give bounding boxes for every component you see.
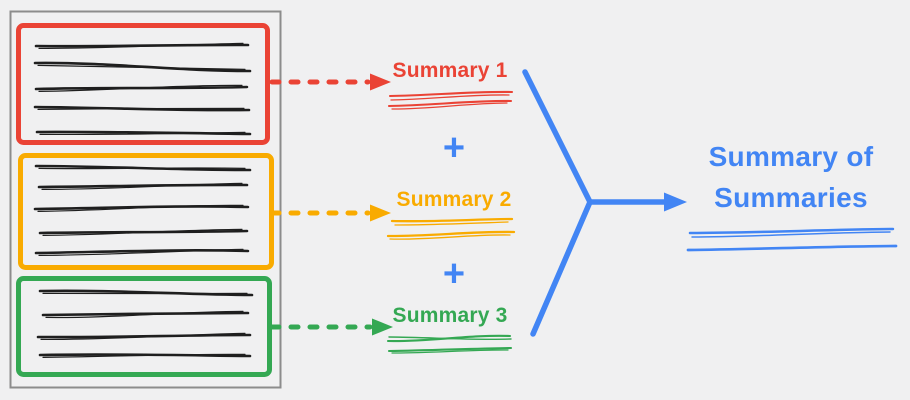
- document-text-line: [38, 353, 252, 358]
- document-text-line: [42, 353, 246, 358]
- document-text-line: [34, 43, 250, 48]
- document-text-line: [38, 248, 244, 256]
- underline-scribble: [391, 102, 508, 110]
- underline-scribble: [388, 336, 512, 341]
- document-text-line: [42, 228, 243, 236]
- underline-scribble: [387, 99, 513, 108]
- merge-connector: [522, 69, 687, 337]
- chunk-3-box: [16, 276, 272, 377]
- document-text-line: [37, 183, 249, 189]
- document-text-line: [40, 332, 246, 341]
- chunk-3-dashed-arrow: [269, 318, 393, 336]
- arrowhead-icon: [370, 204, 391, 222]
- underline-scribble: [387, 346, 513, 353]
- document-text-line: [38, 84, 243, 92]
- document-text-line: [45, 310, 244, 319]
- underline-scribble: [691, 231, 891, 238]
- underline-scribble: [386, 230, 516, 238]
- document-text-line: [33, 205, 250, 211]
- underline-scribble: [686, 244, 898, 252]
- arrowhead-icon: [370, 73, 391, 91]
- document-text-line: [37, 107, 245, 110]
- underline-scribble: [391, 349, 509, 354]
- chunk-1-dashed-arrow: [269, 73, 391, 91]
- plus-sign-1: +: [442, 127, 466, 169]
- document-text-line: [38, 289, 254, 297]
- document-text-line: [38, 167, 246, 170]
- summary-1-label: Summary 1: [392, 59, 508, 82]
- document-text-line: [41, 182, 243, 191]
- document-text-line: [33, 61, 252, 73]
- document-text-line: [37, 64, 246, 70]
- arrowhead-icon: [372, 318, 393, 336]
- document-outline: [9, 10, 282, 389]
- sketch-layer: [33, 42, 898, 358]
- merge-arrowhead-icon: [664, 192, 687, 212]
- underline-scribble: [389, 234, 511, 240]
- summary-3-label: Summary 3: [392, 304, 508, 327]
- document-text-line: [36, 333, 252, 339]
- summary-of-summaries-label: Summary of Summaries: [708, 141, 874, 213]
- chunk-1-box: [16, 23, 270, 145]
- underline-scribble: [390, 217, 514, 223]
- summary-2-label: Summary 2: [396, 188, 512, 211]
- underline-scribble: [394, 221, 509, 226]
- plus-sign-2: +: [442, 253, 466, 295]
- merge-branches: [522, 69, 593, 337]
- underline-scribble: [688, 227, 895, 235]
- document-text-line: [39, 131, 246, 136]
- document-text-line: [41, 311, 250, 317]
- underline-scribble: [390, 94, 510, 101]
- document-text-line: [35, 130, 252, 136]
- document-text-line: [37, 204, 244, 212]
- chunk-2-dashed-arrow: [269, 204, 391, 222]
- underline-scribble: [388, 90, 514, 98]
- document-text-line: [38, 42, 244, 49]
